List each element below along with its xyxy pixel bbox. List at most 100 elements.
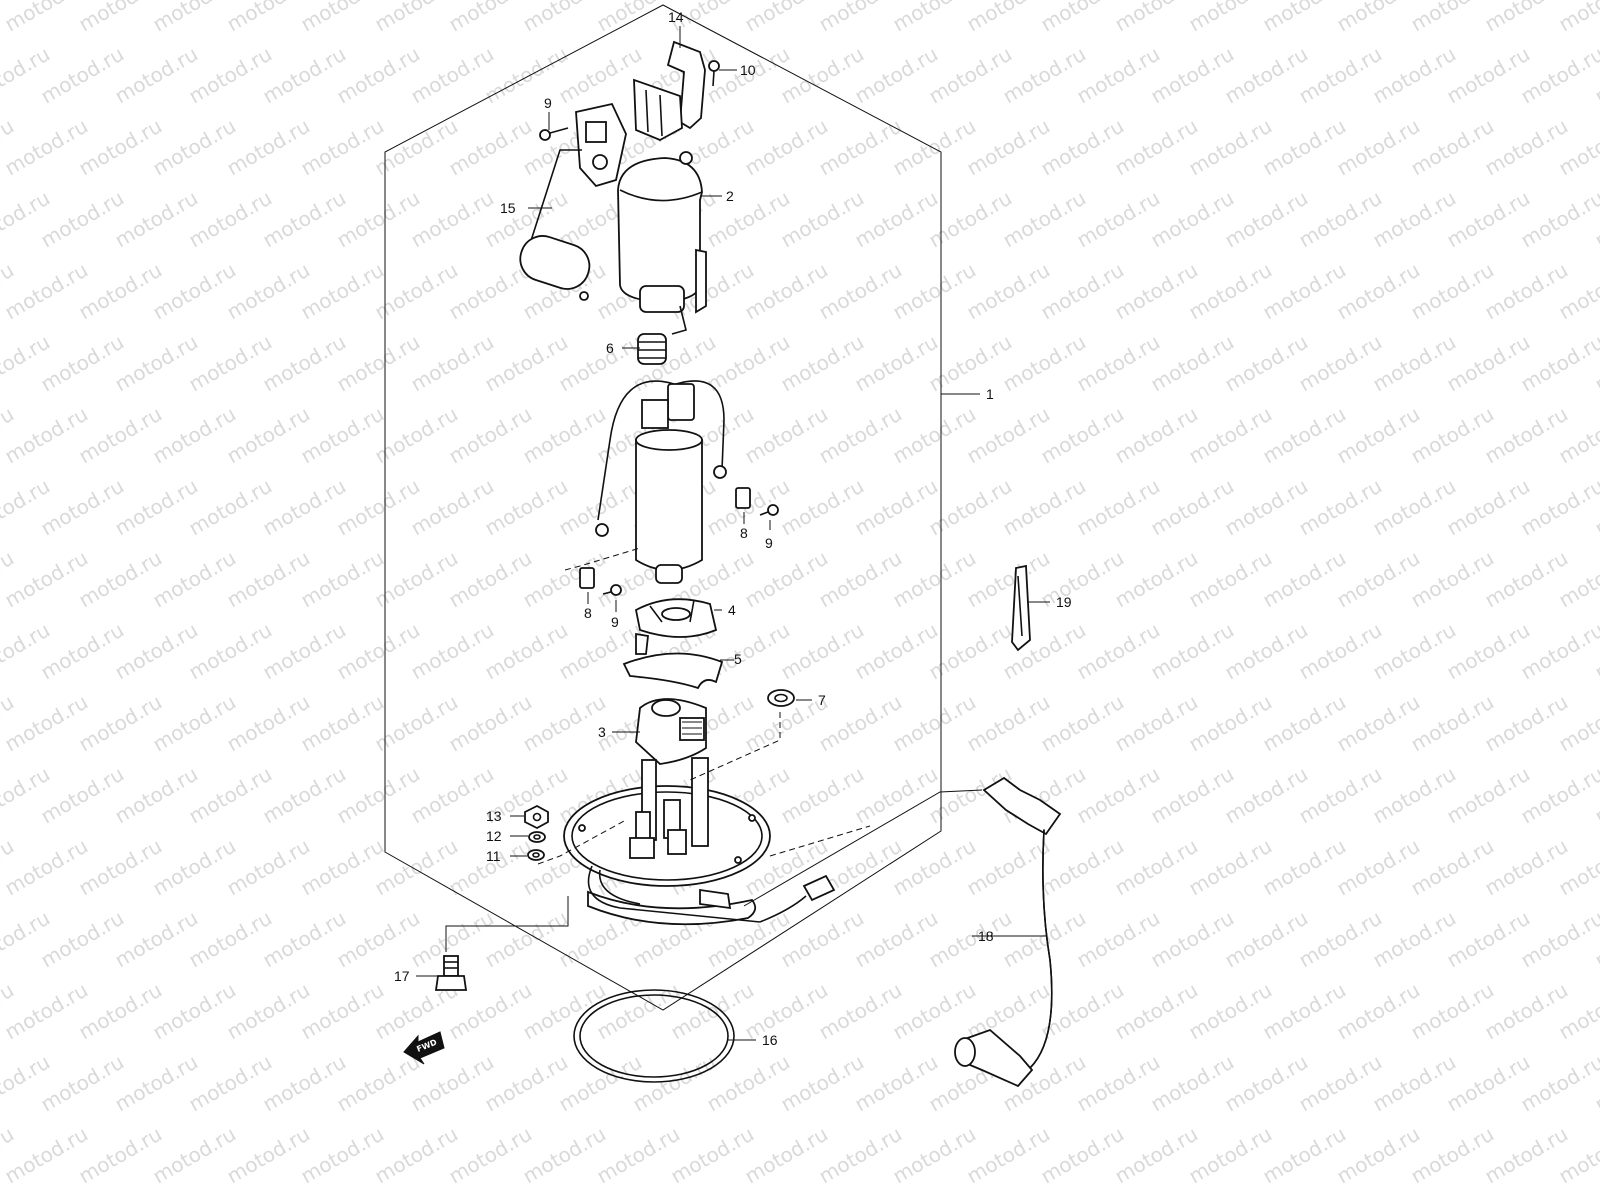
watermark-text: motod.ru	[1111, 1122, 1202, 1189]
watermark-text: motod.ru	[1407, 1122, 1498, 1189]
watermark-text: motod.ru	[185, 42, 276, 109]
watermark-text: motod.ru	[1185, 978, 1276, 1045]
watermark-text: motod.ru	[925, 1194, 1016, 1200]
watermark-text: motod.ru	[1369, 1194, 1460, 1200]
watermark-text: motod.ru	[75, 546, 166, 613]
watermark-text: motod.ru	[703, 1194, 794, 1200]
watermark-text: motod.ru	[1333, 690, 1424, 757]
watermark-text: motod.ru	[777, 186, 868, 253]
watermark-text: motod.ru	[259, 186, 350, 253]
watermark-text: motod.ru	[851, 906, 942, 973]
watermark-text: motod.ru	[37, 42, 128, 109]
watermark-text: motod.ru	[1073, 186, 1164, 253]
watermark-text: motod.ru	[75, 834, 166, 901]
watermark-text: motod.ru	[889, 258, 980, 325]
part-19-clamp	[1011, 564, 1031, 652]
watermark-text: motod.ru	[1481, 258, 1572, 325]
watermark-text: motod.ru	[1369, 330, 1460, 397]
watermark-text: motod.ru	[999, 1194, 1090, 1200]
fuel-level-sender	[575, 102, 627, 188]
watermark-text: motod.ru	[1295, 618, 1386, 685]
watermark-text: motod.ru	[185, 330, 276, 397]
watermark-text: motod.ru	[1295, 1194, 1386, 1200]
watermark-text: motod.ru	[75, 258, 166, 325]
watermark-text: motod.ru	[1221, 1194, 1312, 1200]
watermark-text: motod.ru	[111, 1194, 202, 1200]
watermark-text: motod.ru	[851, 1050, 942, 1117]
callout-13: 13	[486, 808, 502, 824]
watermark-text: motod.ru	[999, 42, 1090, 109]
watermark-text: motod.ru	[1073, 906, 1164, 973]
callout-8a: 8	[740, 525, 748, 541]
watermark-text: motod.ru	[1259, 1122, 1350, 1189]
watermark-text: motod.ru	[259, 330, 350, 397]
watermark-text: motod.ru	[555, 1194, 646, 1200]
watermark-text: motod.ru	[1, 690, 92, 757]
watermark-text: motod.ru	[371, 546, 462, 613]
watermark-text: motod.ru	[1555, 0, 1600, 36]
watermark-text: motod.ru	[1295, 42, 1386, 109]
watermark-text: motod.ru	[1037, 978, 1128, 1045]
watermark-text: motod.ru	[1295, 474, 1386, 541]
watermark-text: motod.ru	[1295, 330, 1386, 397]
assembly-boundary	[384, 4, 942, 1011]
watermark-text: motod.ru	[37, 330, 128, 397]
watermark-text: motod.ru	[333, 474, 424, 541]
watermark-text: motod.ru	[629, 1050, 720, 1117]
watermark-text: motod.ru	[1037, 114, 1128, 181]
watermark-text: motod.ru	[445, 690, 536, 757]
watermark-text: motod.ru	[37, 906, 128, 973]
watermark-text: motod.ru	[1259, 978, 1350, 1045]
watermark-text: motod.ru	[407, 762, 498, 829]
watermark-text: motod.ru	[1259, 546, 1350, 613]
watermark-text: motod.ru	[963, 114, 1054, 181]
watermark-text: motod.ru	[1, 834, 92, 901]
watermark-text: motod.ru	[1369, 906, 1460, 973]
watermark-text: motod.ru	[223, 114, 314, 181]
watermark-text: motod.ru	[1221, 762, 1312, 829]
watermark-text: motod.ru	[371, 258, 462, 325]
watermark-text: motod.ru	[1407, 690, 1498, 757]
watermark-text: motod.ru	[185, 762, 276, 829]
watermark-text: motod.ru	[741, 258, 832, 325]
watermark-text: motod.ru	[1517, 906, 1600, 973]
watermark-text: motod.ru	[297, 690, 388, 757]
watermark-text: motod.ru	[1147, 1194, 1238, 1200]
watermark-text: motod.ru	[1, 114, 92, 181]
watermark-text: motod.ru	[1295, 762, 1386, 829]
watermark-text: motod.ru	[1259, 834, 1350, 901]
watermark-text: motod.ru	[889, 114, 980, 181]
watermark-text: motod.ru	[1221, 1050, 1312, 1117]
watermark-text: motod.ru	[777, 1194, 868, 1200]
watermark-text: motod.ru	[371, 690, 462, 757]
watermark-text: motod.ru	[1407, 114, 1498, 181]
watermark-text: motod.ru	[1185, 690, 1276, 757]
watermark-text: motod.ru	[519, 1122, 610, 1189]
watermark-text: motod.ru	[1517, 1194, 1600, 1200]
watermark-text: motod.ru	[741, 978, 832, 1045]
watermark-text: motod.ru	[111, 474, 202, 541]
part-9-screw-top	[539, 127, 569, 141]
watermark-text: motod.ru	[37, 474, 128, 541]
watermark-text: motod.ru	[1369, 186, 1460, 253]
watermark-text: motod.ru	[259, 474, 350, 541]
watermark-text: motod.ru	[1111, 978, 1202, 1045]
watermark-text: motod.ru	[1333, 114, 1424, 181]
watermark-text: motod.ru	[593, 1122, 684, 1189]
watermark-text: motod.ru	[925, 474, 1016, 541]
watermark-text: motod.ru	[963, 258, 1054, 325]
callout-9c: 9	[611, 614, 619, 630]
part-12-washer	[528, 831, 546, 843]
watermark-text: motod.ru	[851, 186, 942, 253]
watermark-text: motod.ru	[1481, 690, 1572, 757]
watermark-text: motod.ru	[703, 330, 794, 397]
part-14-bracket	[633, 40, 706, 141]
watermark-text: motod.ru	[1037, 1122, 1128, 1189]
watermark-text: motod.ru	[445, 402, 536, 469]
watermark-text: motod.ru	[777, 906, 868, 973]
watermark-text: motod.ru	[851, 330, 942, 397]
part-7-washer	[767, 689, 795, 707]
watermark-text: motod.ru	[555, 42, 646, 109]
watermark-text: motod.ru	[1333, 978, 1424, 1045]
